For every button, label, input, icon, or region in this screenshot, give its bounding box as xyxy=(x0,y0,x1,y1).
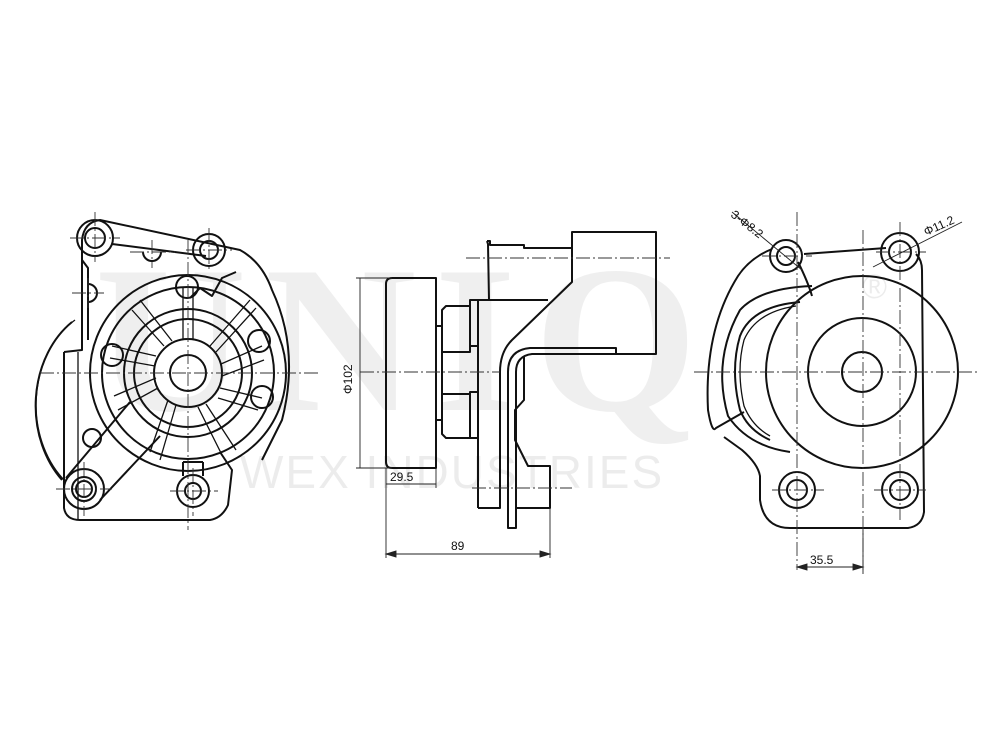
front-view: 3-Φ8.2 Φ11.2 35.5 xyxy=(694,207,980,574)
dim-overall-depth xyxy=(384,508,552,558)
dim-bolt-holes-label: 3-Φ8.2 xyxy=(728,207,766,241)
dim-overall-depth-label: 89 xyxy=(451,539,465,553)
dim-hole-offset xyxy=(795,530,865,574)
dim-hole-offset-label: 35.5 xyxy=(810,553,834,567)
side-arm-top xyxy=(486,231,657,355)
side-view: Φ102 29.5 89 xyxy=(341,231,670,558)
back-base-plate xyxy=(63,352,233,521)
front-housing xyxy=(706,248,773,431)
dim-pivot-hole-label: Φ11.2 xyxy=(922,213,957,239)
back-housing-arc xyxy=(34,321,73,481)
back-view xyxy=(34,212,320,530)
leader-bolt-holes xyxy=(731,211,803,271)
watermark-subtitle: WEX INDUSTRIES xyxy=(240,446,664,498)
watermark-registered-mark: ® xyxy=(862,268,887,306)
dim-pulley-diameter-label: Φ102 xyxy=(341,364,355,394)
dim-pulley-width xyxy=(385,468,437,558)
dim-pulley-width-label: 29.5 xyxy=(390,470,414,484)
leader-pivot-hole xyxy=(872,221,963,268)
